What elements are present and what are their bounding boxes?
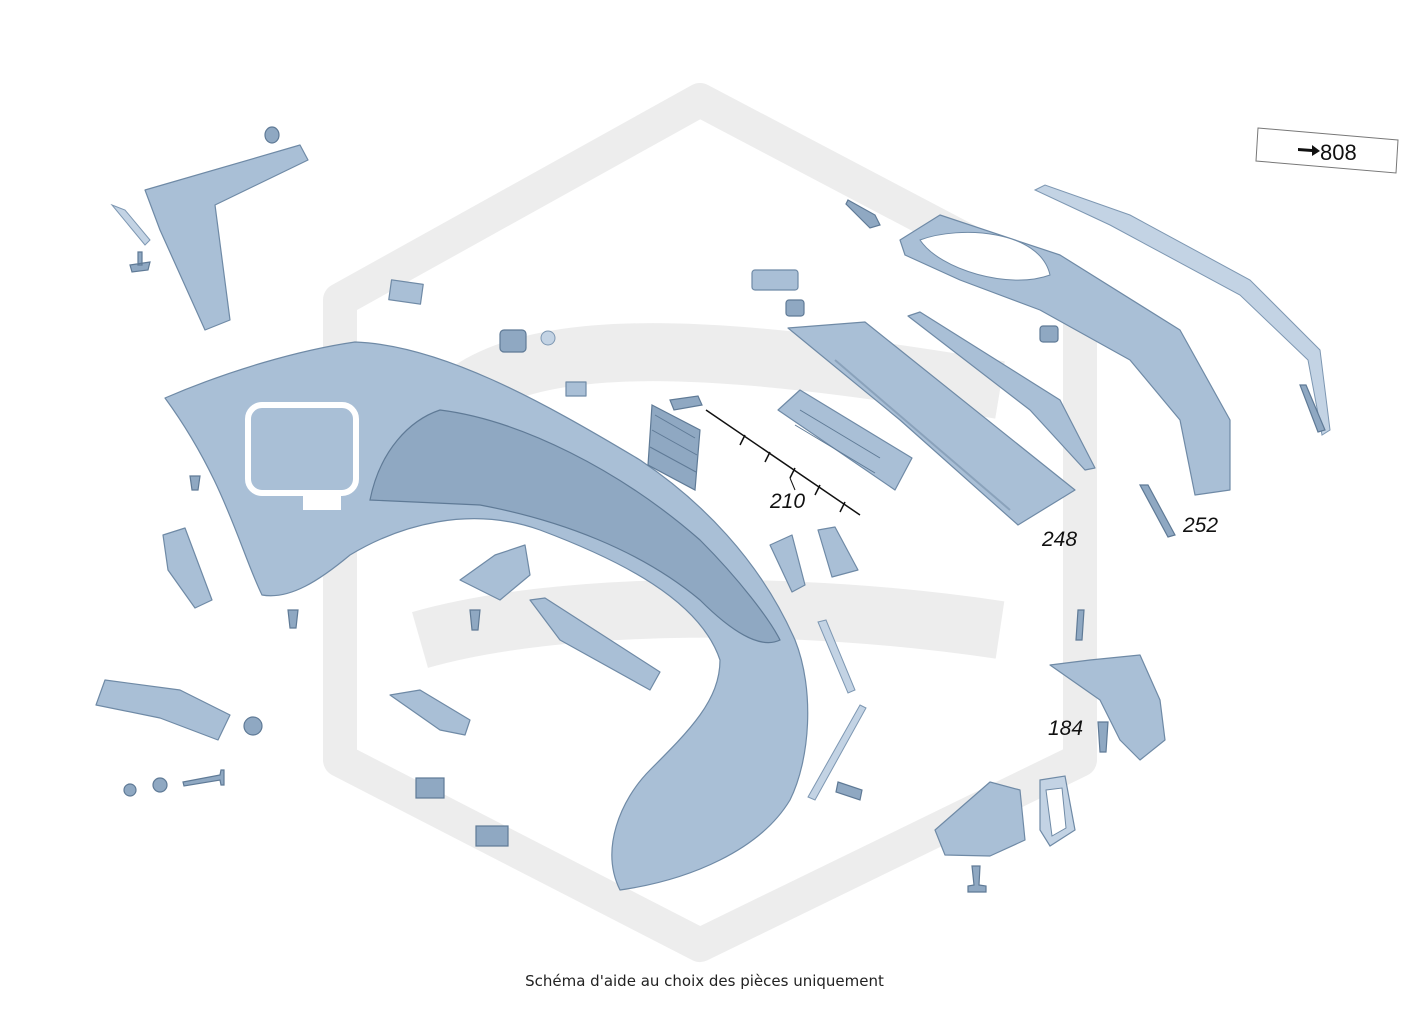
exhaust-tip[interactable] <box>934 775 1076 893</box>
small-fasteners[interactable] <box>189 279 661 847</box>
push-rivet[interactable] <box>129 251 151 273</box>
lower-left-bracket[interactable] <box>95 679 263 797</box>
left-mounting-bracket[interactable] <box>110 126 309 331</box>
nut[interactable] <box>123 783 137 797</box>
washer[interactable] <box>243 716 263 736</box>
side-strip[interactable] <box>1138 484 1176 538</box>
bracket-clip[interactable] <box>264 126 280 144</box>
sensor-module[interactable] <box>751 199 881 317</box>
reference-label: 808 <box>1320 140 1357 165</box>
center-bracket[interactable] <box>459 544 531 601</box>
grille-insert[interactable] <box>777 389 913 491</box>
right-side-brackets[interactable] <box>769 526 1085 801</box>
nut[interactable] <box>152 777 168 793</box>
bolt[interactable] <box>182 769 225 787</box>
arrow-right-icon <box>1298 145 1320 156</box>
lower-trim-strip[interactable] <box>529 597 661 691</box>
reference-box-808[interactable]: 808 <box>1255 127 1399 174</box>
callout-label-248: 248 <box>1041 528 1077 551</box>
disclaimer-note: Schéma d'aide au choix des pièces unique… <box>525 972 884 990</box>
chrome-strip[interactable] <box>1033 184 1331 436</box>
bolt[interactable] <box>967 865 987 893</box>
callout-label-210: 210 <box>769 490 805 513</box>
screw[interactable] <box>845 199 881 229</box>
bolt[interactable] <box>669 395 703 411</box>
callout-210: 210 <box>705 409 861 516</box>
callout-label-184: 184 <box>1048 717 1083 740</box>
upper-trim-panel[interactable]: 252 <box>899 184 1331 538</box>
callout-label-252: 252 <box>1182 514 1218 537</box>
rear-bumper-cover[interactable] <box>164 341 809 891</box>
bumper-cutout-tab <box>303 490 341 510</box>
rear-diffuser[interactable]: 248 <box>787 311 1096 551</box>
bumper-cutout-outline <box>245 402 359 496</box>
left-side-guide[interactable] <box>162 527 213 609</box>
lower-bracket-small[interactable] <box>389 689 471 736</box>
mesh-plate[interactable] <box>647 395 703 491</box>
right-mounting-bracket-184[interactable]: 184 <box>1048 654 1166 761</box>
